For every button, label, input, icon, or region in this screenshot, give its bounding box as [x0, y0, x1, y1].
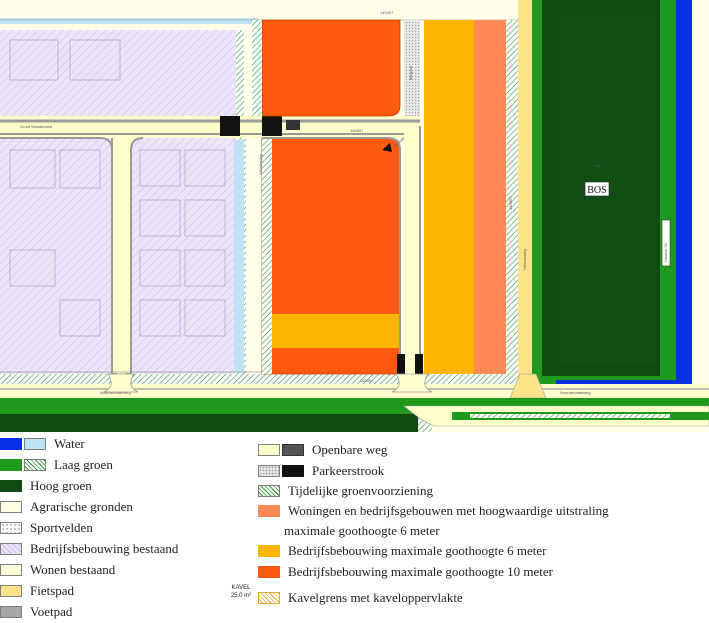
kavel-mid-label: 140497 [350, 128, 364, 133]
legend-item-wonen: Wonen bestaand [0, 561, 115, 579]
fietspad-swatch [0, 585, 22, 597]
road-vertical-fiets-label: fietspad [408, 66, 413, 80]
legend-item-agrarisch: Agrarische gronden [0, 498, 133, 516]
legend-item-hoog-groen: Hoog groen [0, 477, 92, 495]
legend-label-wonen: Wonen bestaand [30, 562, 116, 577]
legend-label-woningen-line2: maximale goothoogte 6 meter [284, 523, 440, 538]
legend-item-laag-groen: Laag groen [0, 456, 113, 474]
legend-item-fietspad: Fietspad [0, 582, 74, 600]
water-light-swatch [24, 438, 46, 450]
legend-label-groenvoorziening: Tijdelijke groenvoorziening [288, 483, 434, 498]
legend-label-sportvelden: Sportvelden [30, 520, 93, 535]
kavel-bottom-label: 140497 [360, 378, 374, 383]
legend-item-bedrijf-10m: Bedrijfsbebouwing maximale goothoogte 10… [258, 563, 553, 581]
street-upper-label: Groot Welsterland [20, 124, 52, 129]
legend-label-fietspad: Fietspad [30, 583, 75, 598]
legend-item-bedrijf-bestaand: Bedrijfsbebouwing bestaand [0, 540, 178, 558]
legend-label-agrarisch: Agrarische gronden [30, 499, 133, 514]
bedrijf-10m-swatch [258, 566, 280, 578]
kavel-sample-title: KAVEL [231, 585, 251, 591]
bedrijf-bestaand-swatch [0, 543, 22, 555]
water-swatch [0, 438, 22, 450]
kavel-sample-area: 25.0 m² [230, 593, 252, 599]
bedrijf-6m-swatch [258, 545, 280, 557]
legend-item-openbare-weg: Openbare weg [258, 441, 387, 459]
kavel-top-label: 140497 [380, 10, 394, 15]
agrarisch-swatch [0, 501, 22, 513]
sportvelden-swatch [0, 522, 22, 534]
legend-item-woningen: Woningen en bedrijfsgebouwen met hoogwaa… [258, 502, 609, 520]
street-lower-label: Noordervaartweg [100, 390, 131, 395]
legend-label-laag-groen: Laag groen [54, 457, 113, 472]
legend-item-water: Water [0, 435, 85, 453]
legend-item-parkeerstrook: Parkeerstrook [258, 462, 384, 480]
voetpad-swatch [0, 606, 22, 618]
legend-label-openbare-weg: Openbare weg [312, 442, 388, 457]
legend-label-woningen: Woningen en bedrijfsgebouwen met hoogwaa… [288, 503, 609, 518]
parkeerstrook-swatch [258, 465, 280, 477]
laag-groen-swatch [0, 459, 22, 471]
bos-small-label: bos [594, 163, 600, 168]
legend-item-kavelgrens: Kavelgrens met kaveloppervlakte [258, 589, 463, 607]
wonen-swatch [0, 564, 22, 576]
legend-item-groenvoorziening: Tijdelijke groenvoorziening [258, 482, 433, 500]
road-east-label: Nieuwe Gr. [663, 242, 668, 262]
road-vertical-right-label: 140497 [508, 196, 513, 210]
legend-label-bedrijf-6m: Bedrijfsbebouwing maximale goothoogte 6 … [288, 543, 547, 558]
legend-item-voetpad: Voetpad [0, 603, 72, 621]
site-plan-svg: Groot Welsterland 140497 fietspad Welste… [0, 0, 709, 432]
legend-label-parkeerstrook: Parkeerstrook [312, 463, 385, 478]
parkeerstrook-dark-swatch [282, 465, 304, 477]
legend: Water Laag groen Hoog groen Agrarische g… [0, 432, 709, 623]
legend-label-water: Water [54, 436, 85, 451]
legend-item-sportvelden: Sportvelden [0, 519, 93, 537]
site-plan-map: Groot Welsterland 140497 fietspad Welste… [0, 0, 709, 432]
road-vertical-mid-label: Welsterweg [258, 154, 263, 175]
legend-label-voetpad: Voetpad [30, 604, 73, 619]
legend-label-kavelgrens: Kavelgrens met kaveloppervlakte [288, 590, 463, 605]
legend-item-bedrijf-6m: Bedrijfsbebouwing maximale goothoogte 6 … [258, 542, 547, 560]
kavel-sample: KAVEL 25.0 m² [222, 584, 260, 600]
woningen-swatch [258, 505, 280, 517]
kavelgrens-swatch [258, 592, 280, 604]
hoog-groen-swatch [0, 480, 22, 492]
street-right-label: Noordervaartweg [560, 390, 591, 395]
bedrijf-bestaand-block [0, 30, 236, 116]
laag-groen-hatch-swatch [24, 459, 46, 471]
groenvoorziening-swatch [258, 485, 280, 497]
bos-label: BOS [587, 185, 606, 196]
road-vertical-right-2-label: Nieuweweg [522, 249, 527, 270]
openbare-weg-swatch [258, 444, 280, 456]
legend-label-bedrijf-10m: Bedrijfsbebouwing maximale goothoogte 10… [288, 564, 553, 579]
legend-label-hoog-groen: Hoog groen [30, 478, 92, 493]
legend-label-bedrijf-bestaand: Bedrijfsbebouwing bestaand [30, 541, 179, 556]
openbare-weg-dark-swatch [282, 444, 304, 456]
